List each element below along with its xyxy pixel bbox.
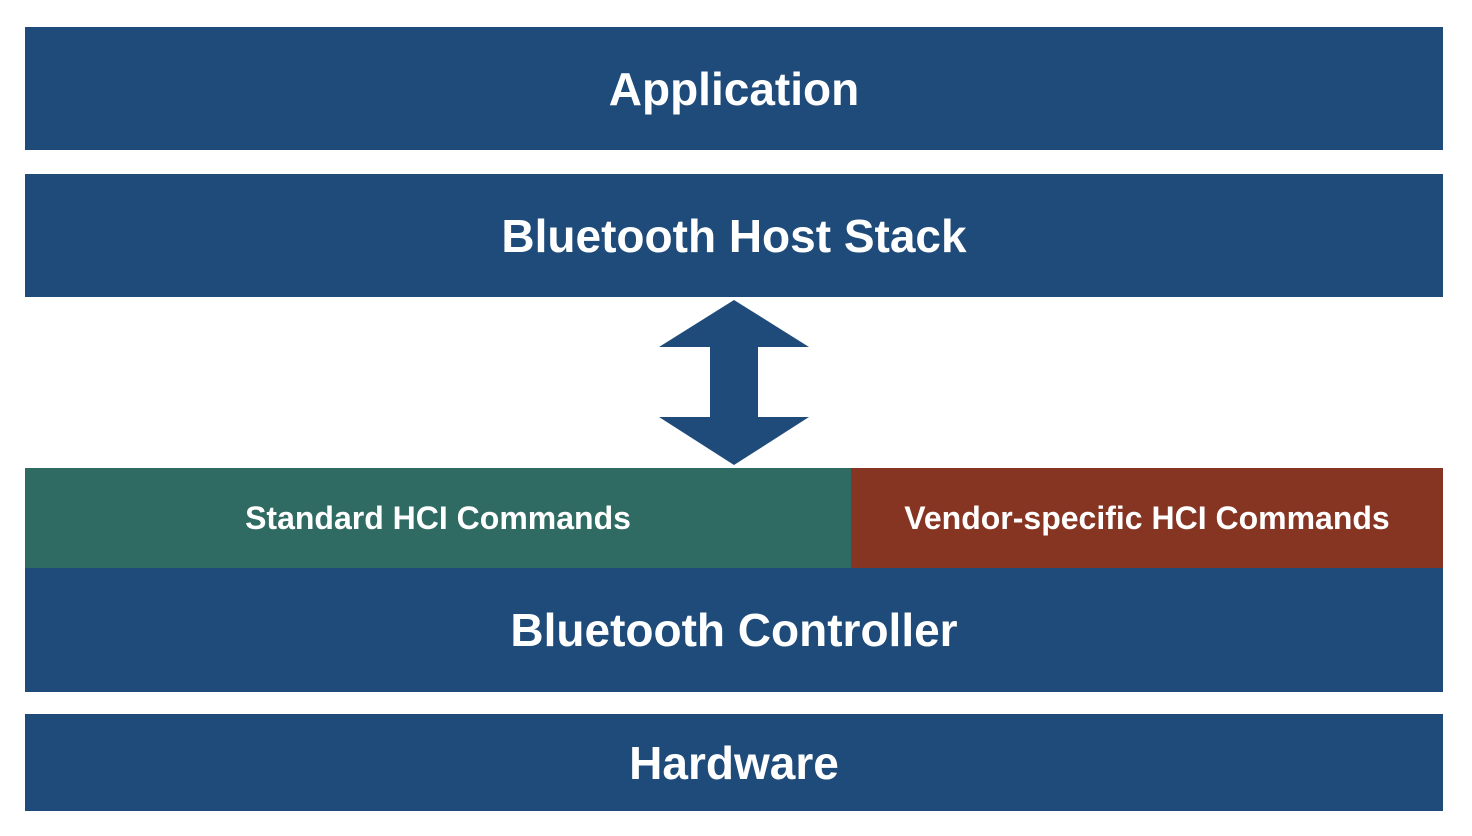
standard-hci-commands-label: Standard HCI Commands — [245, 499, 631, 536]
standard-hci-commands-block: Standard HCI Commands — [25, 468, 851, 568]
hardware-layer-label: Hardware — [629, 736, 839, 789]
controller-layer-label: Bluetooth Controller — [510, 604, 958, 656]
hci-commands-row: Standard HCI Commands Vendor-specific HC… — [25, 468, 1443, 568]
vendor-specific-hci-commands-label: Vendor-specific HCI Commands — [904, 499, 1390, 536]
hardware-layer: Hardware — [25, 714, 1443, 811]
vendor-specific-hci-commands-block: Vendor-specific HCI Commands — [851, 468, 1443, 568]
application-layer-label: Application — [608, 62, 860, 115]
double-headed-arrow-icon — [659, 300, 809, 465]
controller-layer: Bluetooth Controller — [25, 568, 1443, 692]
host-stack-layer-label: Bluetooth Host Stack — [501, 209, 967, 262]
application-layer: Application — [25, 27, 1443, 150]
host-stack-layer: Bluetooth Host Stack — [25, 174, 1443, 297]
arrow-shape — [659, 300, 809, 465]
